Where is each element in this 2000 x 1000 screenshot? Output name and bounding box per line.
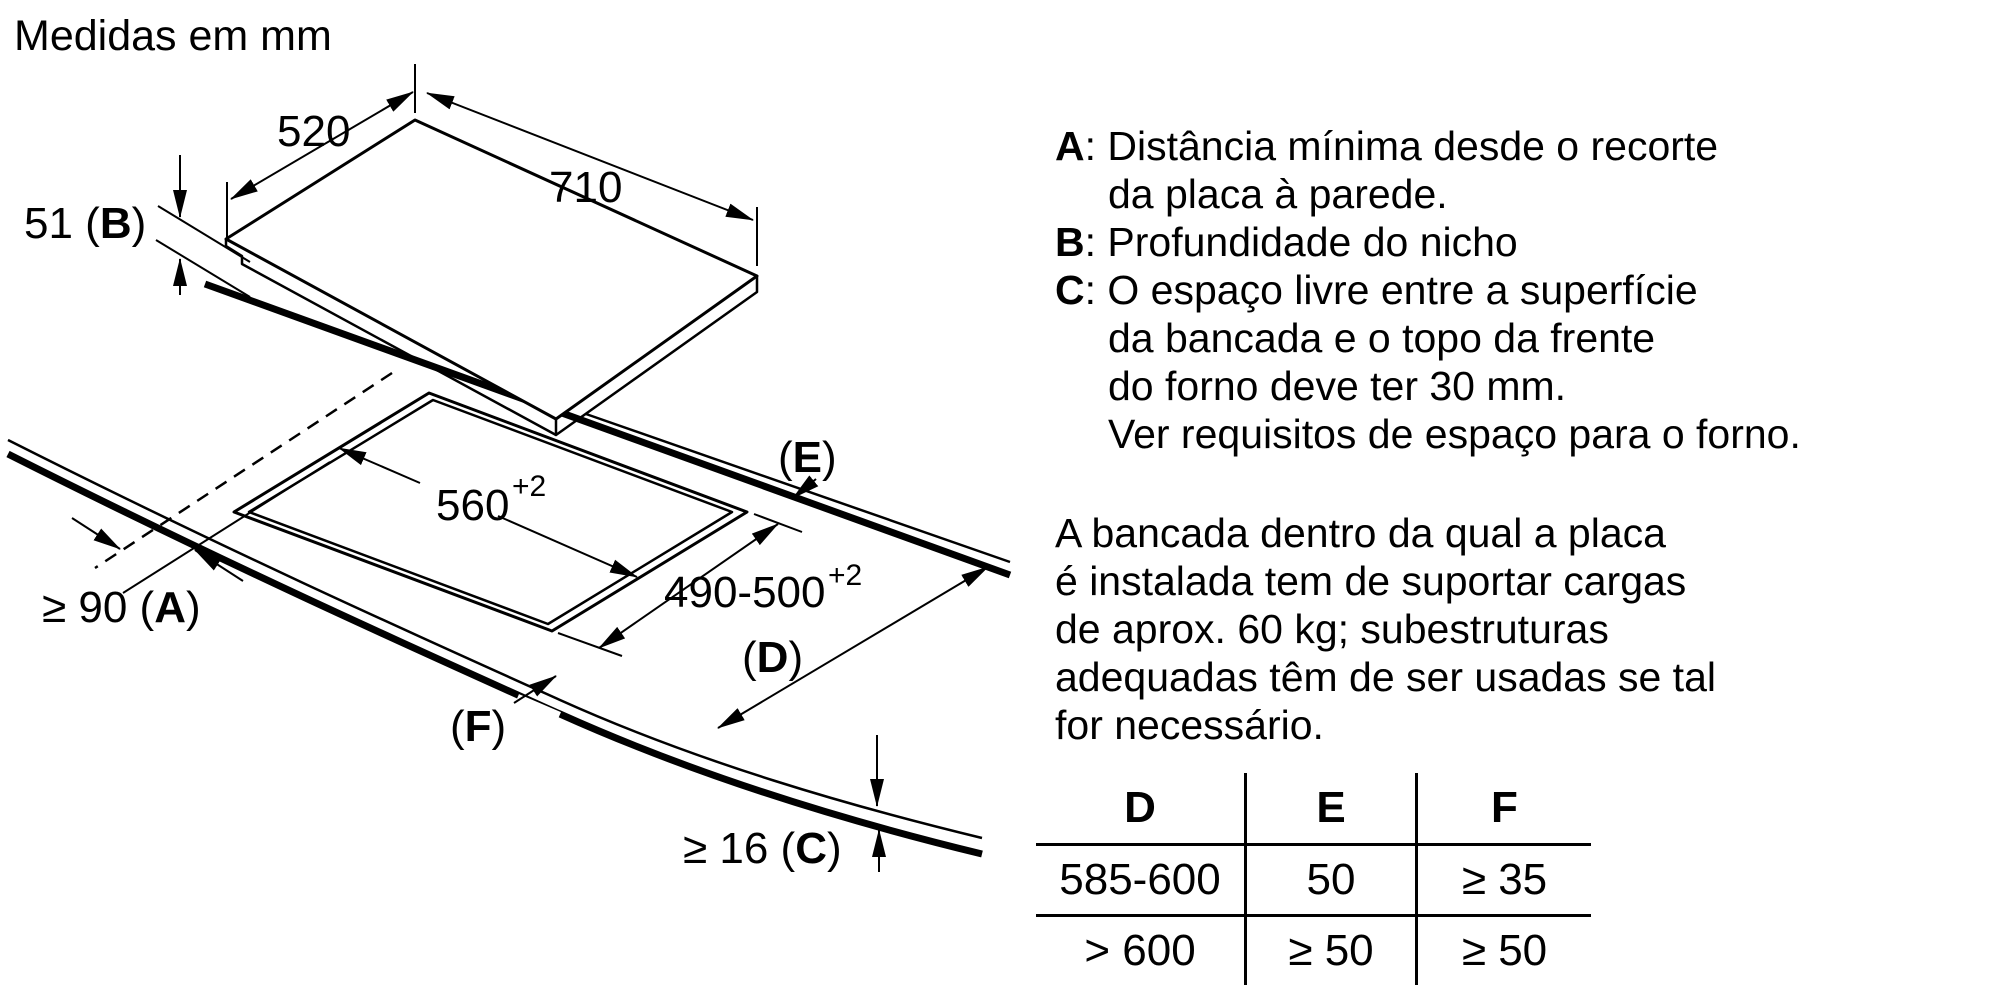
legend-line-c2: da bancada e o topo da frente xyxy=(1108,315,1656,361)
label-d: (D) xyxy=(742,633,803,682)
dim-520-line xyxy=(230,91,414,200)
dim-c-label: ≥ 16 (C) xyxy=(683,824,842,873)
def-dimension-table: D E F 585-600 50 ≥ 35 > 600 ≥ 50 ≥ 50 xyxy=(1036,773,1591,985)
dim-a-arrow-right xyxy=(194,549,244,582)
table-header-d: D xyxy=(1036,773,1247,846)
legend-line-c3: do forno deve ter 30 mm. xyxy=(1108,363,1567,409)
table-row: 585-600 50 ≥ 35 xyxy=(1036,844,1591,917)
dim-b-extension-lower xyxy=(155,239,251,298)
table-cell: 585-600 xyxy=(1036,844,1247,917)
drawing-title: Medidas em mm xyxy=(14,12,332,60)
label-e-arrow xyxy=(792,475,819,499)
legend: A: Distância mínima desde o recorte da p… xyxy=(1055,122,1955,458)
dim-560-line-left xyxy=(338,447,421,484)
legend-line-a1: A: Distância mínima desde o recorte xyxy=(1055,123,1719,169)
dim-710-line xyxy=(426,92,754,221)
dim-490-ext-lower xyxy=(557,632,623,657)
dimension-drawing: Medidas em mm ≥ 90 (A) 520 710 xyxy=(6,12,1012,873)
label-f-arrow xyxy=(513,675,557,704)
label-f: (F) xyxy=(450,702,506,751)
dim-490-line xyxy=(598,523,779,649)
table-cell: ≥ 35 xyxy=(1416,844,1591,917)
load-note-line: é instalada tem de suportar cargas xyxy=(1055,558,1687,604)
load-note-line: for necessário. xyxy=(1055,702,1324,748)
dim-490-label: 490-500 xyxy=(664,568,825,617)
dim-710-label: 710 xyxy=(549,163,622,212)
dim-a-label: ≥ 90 (A) xyxy=(42,583,201,632)
hob-top-surface xyxy=(224,118,759,421)
dim-490-sup: +2 xyxy=(828,559,862,592)
label-e: (E) xyxy=(778,433,837,482)
legend-line-c1: C: O espaço livre entre a superfície xyxy=(1055,267,1698,313)
table-header-e: E xyxy=(1245,773,1418,846)
table-cell: ≥ 50 xyxy=(1461,926,1548,975)
label-d-line xyxy=(717,566,989,729)
dim-a-arrow-left xyxy=(71,517,121,550)
legend-line-c4: Ver requisitos de espaço para o forno. xyxy=(1108,411,1801,457)
table-cell: 50 xyxy=(1245,844,1418,917)
table-header-row: D E F xyxy=(1036,773,1591,846)
hob-body-thickness xyxy=(224,239,759,437)
countertop-back-edge-thick xyxy=(203,280,1012,579)
load-note: A bancada dentro da qual a placa é insta… xyxy=(1055,509,1955,749)
dim-560-sup: +2 xyxy=(512,470,546,503)
legend-line-b: B: Profundidade do nicho xyxy=(1055,219,1518,265)
load-note-line: A bancada dentro da qual a placa xyxy=(1055,510,1666,556)
load-note-line: de aprox. 60 kg; subestruturas xyxy=(1055,606,1609,652)
dim-520-label: 520 xyxy=(277,107,350,156)
table-cell: > 600 xyxy=(1036,915,1247,985)
front-edge-gap xyxy=(513,694,561,726)
dim-a-extension-line xyxy=(122,461,331,594)
wall-projection-dashed-line xyxy=(94,371,393,570)
table-cell: ≥ 50 xyxy=(1245,915,1418,985)
dim-b-label: 51 (B) xyxy=(24,199,146,248)
table-row: > 600 ≥ 50 ≥ 50 xyxy=(1036,915,1591,985)
dim-560-label: 560 xyxy=(436,481,509,530)
load-note-line: adequadas têm de ser usadas se tal xyxy=(1055,654,1716,700)
legend-line-a2: da placa à parede. xyxy=(1108,171,1448,217)
table-header-f: F xyxy=(1416,773,1591,846)
dim-490-ext-upper xyxy=(753,513,803,533)
